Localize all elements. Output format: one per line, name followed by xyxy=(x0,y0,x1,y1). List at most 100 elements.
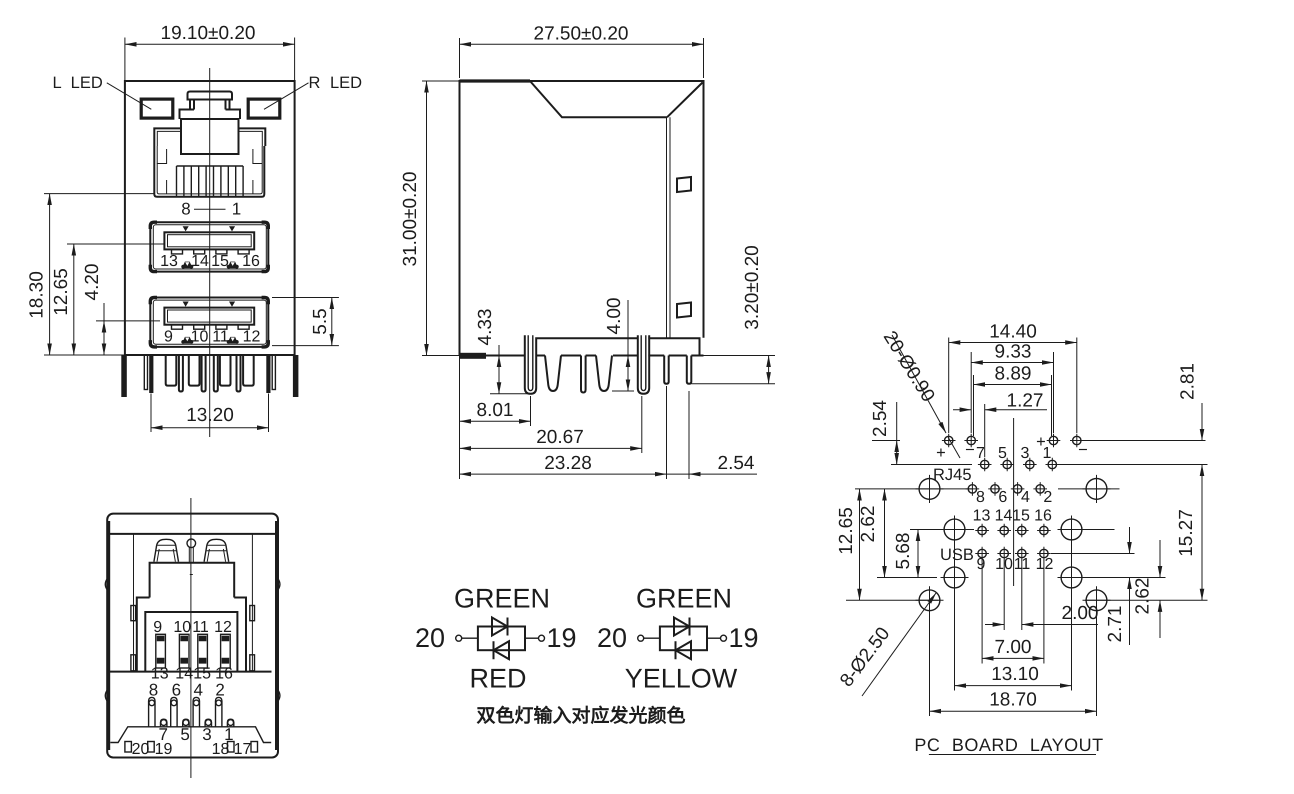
bv-rj45-row1-labels: 8 6 4 2 xyxy=(149,681,225,700)
bv-rj45-row2-labels: 7 5 3 1 xyxy=(158,725,233,744)
bv-pin11: 11 xyxy=(192,619,209,636)
bv-pin13: 13 xyxy=(151,666,169,683)
fv-dimensions: 19.10±0.20 L LED R LED 18.30 12.65 4.20 … xyxy=(27,23,363,432)
pcb-dim-13-10: 13.10 xyxy=(991,664,1039,685)
bv-pin14: 14 xyxy=(175,666,193,683)
bv-latch-springs xyxy=(153,538,230,563)
bv-pin9: 9 xyxy=(153,619,162,636)
pcb-dim-2-62-right: 2.62 xyxy=(1133,578,1154,615)
pcb-small-holes xyxy=(941,433,1085,561)
fv-label-r-led: R LED xyxy=(309,74,363,92)
fv-dim-13-20: 13.20 xyxy=(186,405,234,426)
fv-pin15: 15 xyxy=(211,253,229,270)
sv-dim-20-67: 20.67 xyxy=(536,427,584,448)
bv-side-bumps xyxy=(104,578,281,702)
led-circuits: GREEN 20 19 RED GREEN 20 19 YELLOW 双色灯输入… xyxy=(415,584,759,728)
pcb-pin-numbers: 7 5 3 1 8 6 4 2 13 14 15 16 9 10 11 12 xyxy=(973,445,1054,573)
pcb-pin14: 14 xyxy=(995,508,1013,525)
pcb-dim-15-27: 15.27 xyxy=(1176,509,1197,557)
pcb-pin15: 15 xyxy=(1012,508,1030,525)
fv-pin13: 13 xyxy=(160,253,178,270)
fv-pin10: 10 xyxy=(191,328,209,345)
bv-pin10: 10 xyxy=(173,619,191,636)
bv-led-pin-labels: 20 19 18 17 xyxy=(132,741,252,758)
fv-dim-18-30: 18.30 xyxy=(27,271,48,319)
lc2-yellow: YELLOW xyxy=(625,664,738,694)
fv-dim-5-5: 5.5 xyxy=(310,308,331,334)
pcb-note-big-holes: 8-Ø2.50 xyxy=(836,624,894,691)
bv-pin17: 17 xyxy=(234,741,252,758)
pcb-plus-left: + xyxy=(936,444,946,462)
lc1-green: GREEN xyxy=(454,584,550,614)
bv-pin8: 8 xyxy=(149,681,158,700)
bv-rail-slots xyxy=(130,604,256,672)
pcb-pin4: 4 xyxy=(1021,489,1030,506)
sv-dim-23-28: 23.28 xyxy=(544,453,592,474)
fv-dim-width: 19.10±0.20 xyxy=(161,23,256,44)
pcb-pin7: 7 xyxy=(976,445,985,462)
pcb-pin11: 11 xyxy=(1014,556,1031,573)
pcb-minus-left: − xyxy=(965,441,975,459)
pcb-dim-9-33: 9.33 xyxy=(995,342,1032,363)
fv-label-l-led: L LED xyxy=(53,74,103,92)
pcb-dim-2-54: 2.54 xyxy=(870,400,891,437)
pcb-pin1: 1 xyxy=(1043,445,1052,462)
fv-solder-pins xyxy=(121,354,299,397)
bv-pin19: 19 xyxy=(155,741,173,758)
sv-base-and-pins xyxy=(459,335,704,395)
fv-rj45-pin1: 1 xyxy=(232,200,241,219)
bv-pin6: 6 xyxy=(172,681,181,700)
pcb-layout: 14.40 9.33 8.89 1.27 2.54 12.65 2.62 5.6… xyxy=(836,322,1208,755)
pcb-pin12: 12 xyxy=(1036,556,1054,573)
bv-pin3: 3 xyxy=(202,725,211,744)
pcb-dim-8-89: 8.89 xyxy=(995,364,1032,385)
pcb-big-holes xyxy=(914,474,1112,615)
bv-usb-rear-pin-labels: 13 14 15 16 xyxy=(151,666,233,683)
pcb-pin10: 10 xyxy=(995,556,1013,573)
pcb-dim-2-81: 2.81 xyxy=(1178,363,1199,400)
pcb-pin2: 2 xyxy=(1043,489,1052,506)
pcb-dim-18-70: 18.70 xyxy=(989,690,1037,711)
lc1-pin20: 20 xyxy=(415,623,445,653)
pcb-title: PC BOARD LAYOUT xyxy=(914,735,1103,755)
fv-rj45-jack xyxy=(153,90,267,198)
pcb-dim-1-27: 1.27 xyxy=(1007,391,1044,412)
pcb-note-small-holes: 20-Ø0.90 xyxy=(879,328,939,406)
bv-led-pads xyxy=(124,740,259,753)
fv-pin16: 16 xyxy=(242,253,260,270)
bv-pin12: 12 xyxy=(214,619,232,636)
bv-pin4: 4 xyxy=(193,681,202,700)
bv-pin2: 2 xyxy=(215,681,224,700)
pcb-pin8: 8 xyxy=(976,489,985,506)
pcb-pin5: 5 xyxy=(998,445,1007,462)
pcb-labels: RJ45 USB + − + − xyxy=(933,433,1088,564)
sv-dim-4-00: 4.00 xyxy=(604,298,625,335)
bottom-view: 9 10 11 12 13 14 15 16 8 6 4 2 7 5 3 1 xyxy=(104,498,281,778)
sv-body xyxy=(458,79,705,356)
bv-usb-front-pin-labels: 9 10 11 12 xyxy=(153,619,232,636)
fv-led-window-right xyxy=(246,97,282,120)
lc2-green: GREEN xyxy=(636,584,732,614)
fv-usb-bottom-pin-labels: 9 10 11 12 xyxy=(164,328,260,345)
led-caption: 双色灯输入对应发光颜色 xyxy=(476,705,685,727)
fv-pin9: 9 xyxy=(164,328,173,345)
bv-pin7: 7 xyxy=(158,725,167,744)
pcb-pin3: 3 xyxy=(1021,445,1030,462)
bv-pin15: 15 xyxy=(193,666,211,683)
bv-pin18: 18 xyxy=(212,741,230,758)
bv-pin16: 16 xyxy=(215,666,233,683)
lc1-pin19: 19 xyxy=(547,623,577,653)
pcb-dim-2-71: 2.71 xyxy=(1105,606,1126,643)
fv-body xyxy=(123,80,296,356)
fv-led-window-left xyxy=(139,97,175,120)
fv-usb-port-bottom xyxy=(148,295,270,349)
lc2-pin20: 20 xyxy=(597,623,627,653)
side-view: 27.50±0.20 31.00±0.20 4.33 4.00 3.20±0.2… xyxy=(400,24,775,479)
sv-dim-4-33: 4.33 xyxy=(475,309,496,346)
fv-usb-top-pin-labels: 13 14 15 16 xyxy=(160,253,260,270)
fv-usb-port-top xyxy=(148,220,270,274)
pcb-pin13: 13 xyxy=(973,508,991,525)
pcb-dimensions: 14.40 9.33 8.89 1.27 2.54 12.65 2.62 5.6… xyxy=(836,322,1205,714)
